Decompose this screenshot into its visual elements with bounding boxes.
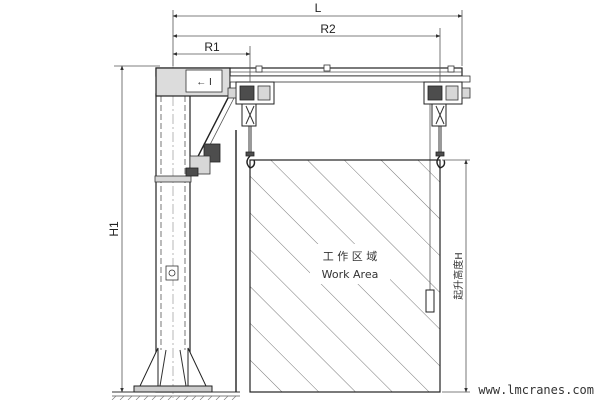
- dimension-H1-label: H1: [107, 221, 121, 237]
- work-area-label-en: Work Area: [322, 268, 379, 281]
- slewing-drive: [185, 93, 235, 177]
- work-area: 工 作 区 域 Work Area: [249, 159, 441, 393]
- watermark-text: www.lmcranes.com: [478, 383, 594, 397]
- dimension-L-label: L: [315, 1, 322, 15]
- crane-column: [133, 60, 213, 398]
- dimension-lift-height: 起升高度H: [442, 159, 470, 393]
- dimension-R1: R1: [172, 40, 251, 82]
- dimension-H1: H1: [107, 65, 160, 393]
- dimension-R1-label: R1: [204, 40, 220, 54]
- dimension-R2-label: R2: [320, 22, 336, 36]
- dimension-L: L: [172, 1, 463, 66]
- jib-boom: ← I: [155, 64, 471, 97]
- dimension-lift-height-label: 起升高度H: [452, 252, 465, 300]
- ground: [111, 391, 240, 400]
- work-area-label-cn: 工 作 区 域: [323, 250, 378, 263]
- control-box-label: ← I: [196, 77, 212, 88]
- dimension-R2: R2: [172, 22, 441, 82]
